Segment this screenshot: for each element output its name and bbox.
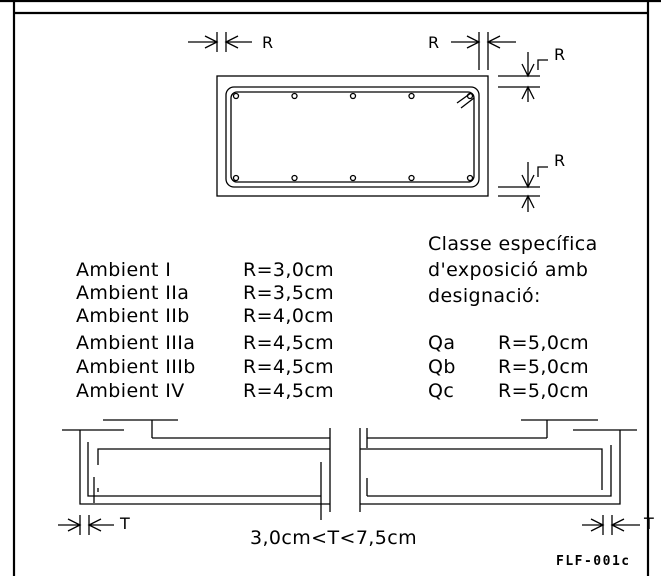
dimension-label-r: R	[262, 33, 273, 52]
dimension-r-right-top: R	[498, 45, 565, 102]
heading-line-3: designació:	[428, 285, 541, 307]
rebar-bar	[466, 92, 474, 100]
rebar-bar	[232, 92, 240, 100]
ambient-name: Ambient IIb	[76, 305, 190, 327]
dimension-label-t: T	[643, 514, 654, 533]
ambient-value: R=4,5cm	[243, 380, 334, 402]
dimension-r-right-bottom: R	[498, 151, 565, 212]
t-range-label: 3,0cm<T<7,5cm	[250, 527, 417, 549]
class-value: R=5,0cm	[498, 332, 589, 354]
heading-line-1: Classe específica	[428, 233, 598, 255]
ambient-value: R=3,0cm	[243, 259, 334, 281]
dimension-label-t: T	[119, 514, 130, 533]
ambient-name: Ambient IIa	[76, 282, 189, 304]
drawing-code: FLF-001c	[556, 554, 631, 569]
ambient-value: R=3,5cm	[243, 282, 334, 304]
dimension-label-r: R	[554, 151, 565, 170]
beam-cross-section	[216, 75, 489, 197]
dimension-label-r: R	[428, 33, 439, 52]
specific-class-table: Qa R=5,0cm Qb R=5,0cm Qc R=5,0cm	[428, 332, 589, 402]
ambient-table: Ambient I R=3,0cm Ambient IIa R=3,5cm Am…	[76, 259, 334, 402]
rebar-bar	[349, 92, 357, 100]
dimension-t-right: T	[582, 514, 654, 535]
specific-class-heading: Classe específica d'exposició amb design…	[428, 233, 598, 307]
rebar-bottom-row	[232, 174, 474, 182]
class-value: R=5,0cm	[498, 380, 589, 402]
ambient-value: R=4,0cm	[243, 305, 334, 327]
class-name: Qc	[428, 380, 454, 402]
dimension-label-r: R	[554, 45, 565, 64]
rebar-bar	[408, 174, 415, 182]
ambient-value: R=4,5cm	[243, 356, 334, 378]
class-name: Qb	[428, 356, 456, 378]
ambient-name: Ambient IV	[76, 380, 185, 402]
dimension-r-top-left: R	[188, 32, 273, 52]
rebar-bar	[232, 174, 240, 182]
beam-longitudinal	[62, 419, 637, 520]
rebar-bar	[291, 92, 298, 100]
ambient-name: Ambient IIIa	[76, 332, 195, 354]
ambient-value: R=4,5cm	[243, 332, 334, 354]
rebar-bar	[349, 174, 357, 182]
dimension-r-top-right: R	[428, 32, 516, 70]
dimension-t-left: T	[58, 514, 130, 535]
class-value: R=5,0cm	[498, 356, 589, 378]
ambient-name: Ambient IIIb	[76, 356, 196, 378]
class-name: Qa	[428, 332, 455, 354]
rebar-bar	[466, 174, 474, 182]
ambient-name: Ambient I	[76, 259, 171, 281]
heading-line-2: d'exposició amb	[428, 259, 588, 281]
rebar-bar	[408, 92, 415, 100]
rebar-bar	[291, 174, 298, 182]
rebar-top-row	[232, 92, 474, 100]
